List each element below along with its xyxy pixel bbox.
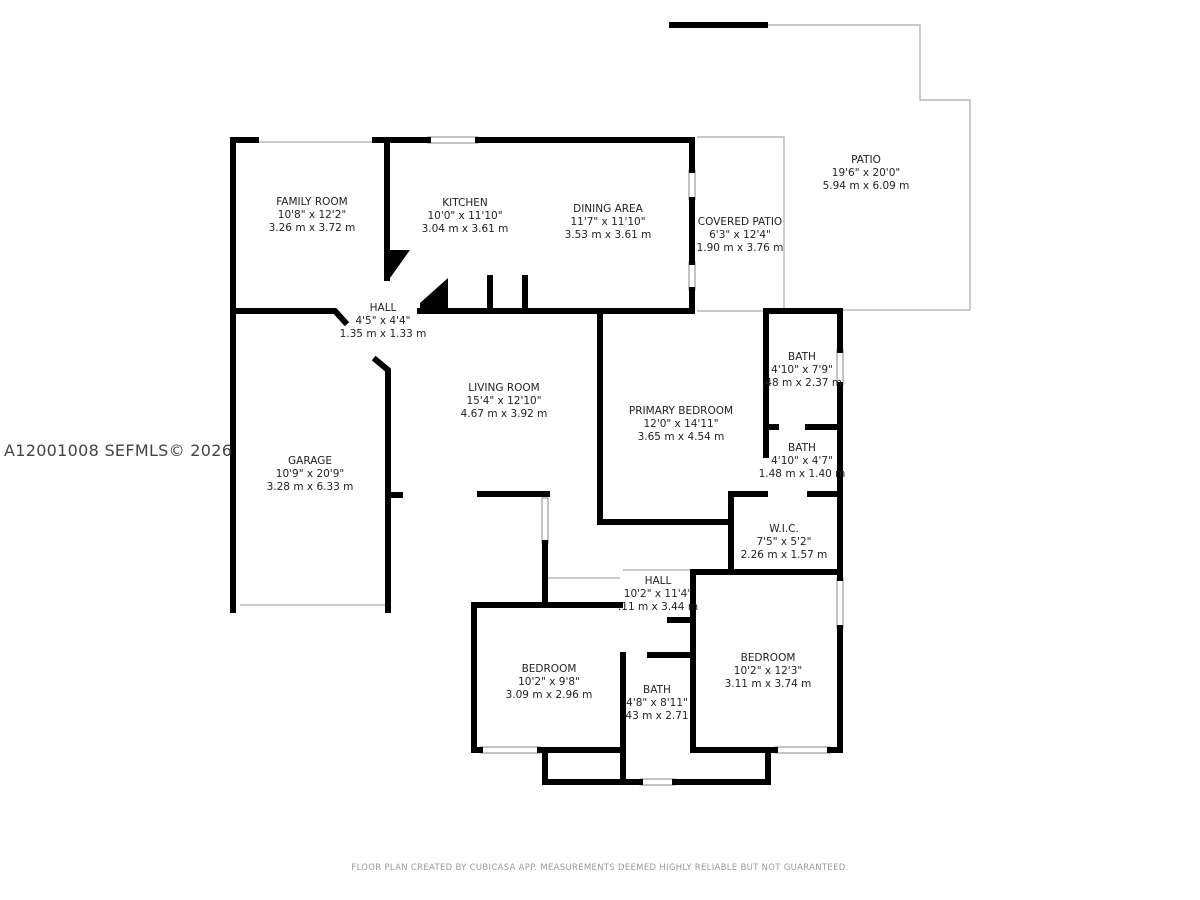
footer-disclaimer: FLOOR PLAN CREATED BY CUBICASA APP. MEAS… xyxy=(351,863,849,873)
room-label-wic: W.I.C.7'5" x 5'2"2.26 m x 1.57 m xyxy=(740,523,828,561)
wall-corner-hall xyxy=(420,278,448,311)
thin-outlines xyxy=(240,24,971,606)
wall-corner-kitchen xyxy=(385,250,410,278)
patio-outline xyxy=(765,24,971,311)
mls-watermark: A12001008 SEFMLS© 2026 xyxy=(4,441,233,460)
covered-patio-outline xyxy=(697,136,785,311)
walls xyxy=(230,22,843,785)
